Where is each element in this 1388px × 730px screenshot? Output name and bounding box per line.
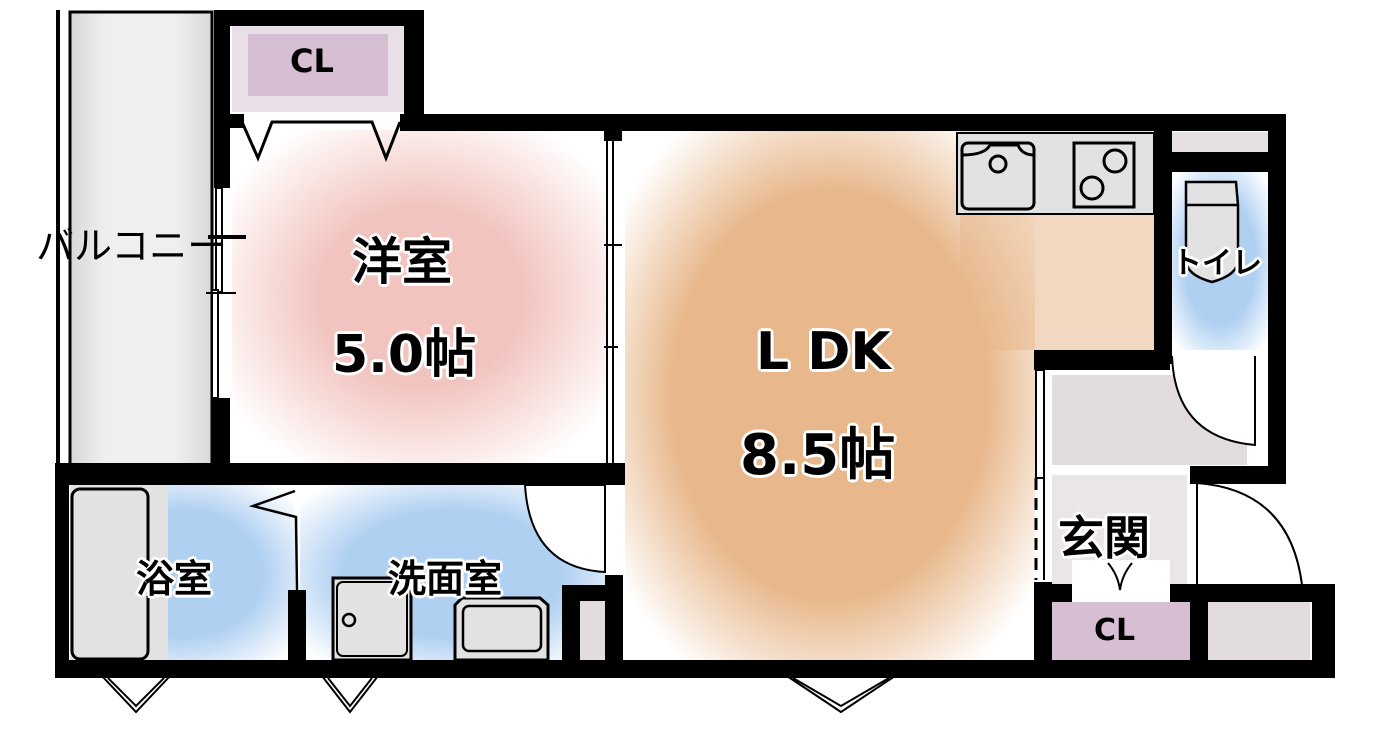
- wall: [214, 120, 230, 188]
- wall: [1190, 584, 1208, 674]
- wall: [214, 10, 230, 122]
- closet-entrance-label: CL: [1094, 613, 1136, 648]
- wall: [1034, 582, 1052, 672]
- western-room-size: 5.0帖: [332, 325, 477, 385]
- wall: [404, 10, 424, 122]
- entrance-label: 玄関: [1058, 511, 1150, 565]
- washing-machine-icon: [333, 578, 411, 660]
- wall: [214, 10, 424, 26]
- ldk-name: L DK: [756, 322, 891, 382]
- wall: [1154, 114, 1172, 364]
- kitchen-sink-icon: [962, 143, 1034, 209]
- wall: [1190, 466, 1286, 484]
- ldk-size: 8.5帖: [740, 423, 896, 488]
- wall: [604, 127, 622, 141]
- toilet-bowl-icon: [1186, 182, 1238, 282]
- wall: [1312, 584, 1335, 676]
- stove-icon: [1074, 143, 1134, 207]
- wall: [562, 585, 580, 665]
- washroom-label: 洗面室: [388, 557, 503, 601]
- wall: [1170, 584, 1335, 602]
- wall: [400, 114, 1285, 131]
- wall: [55, 463, 69, 678]
- bathroom-label: 浴室: [136, 557, 213, 601]
- wall: [288, 590, 306, 664]
- wall: [55, 463, 625, 485]
- closet-top-label: CL: [290, 42, 334, 80]
- wall: [1034, 584, 1072, 602]
- wall: [212, 398, 230, 468]
- toilet-label: トイレ: [1172, 246, 1262, 281]
- wall: [55, 660, 1335, 678]
- wall: [1034, 350, 1170, 370]
- wall: [1160, 152, 1270, 172]
- western-room-name: 洋室: [352, 233, 452, 291]
- wash-basin-icon: [455, 598, 548, 660]
- bathtub-icon: [72, 489, 148, 659]
- wall: [605, 575, 623, 665]
- balcony-label: バルコニー: [36, 224, 226, 268]
- wall: [1268, 114, 1286, 480]
